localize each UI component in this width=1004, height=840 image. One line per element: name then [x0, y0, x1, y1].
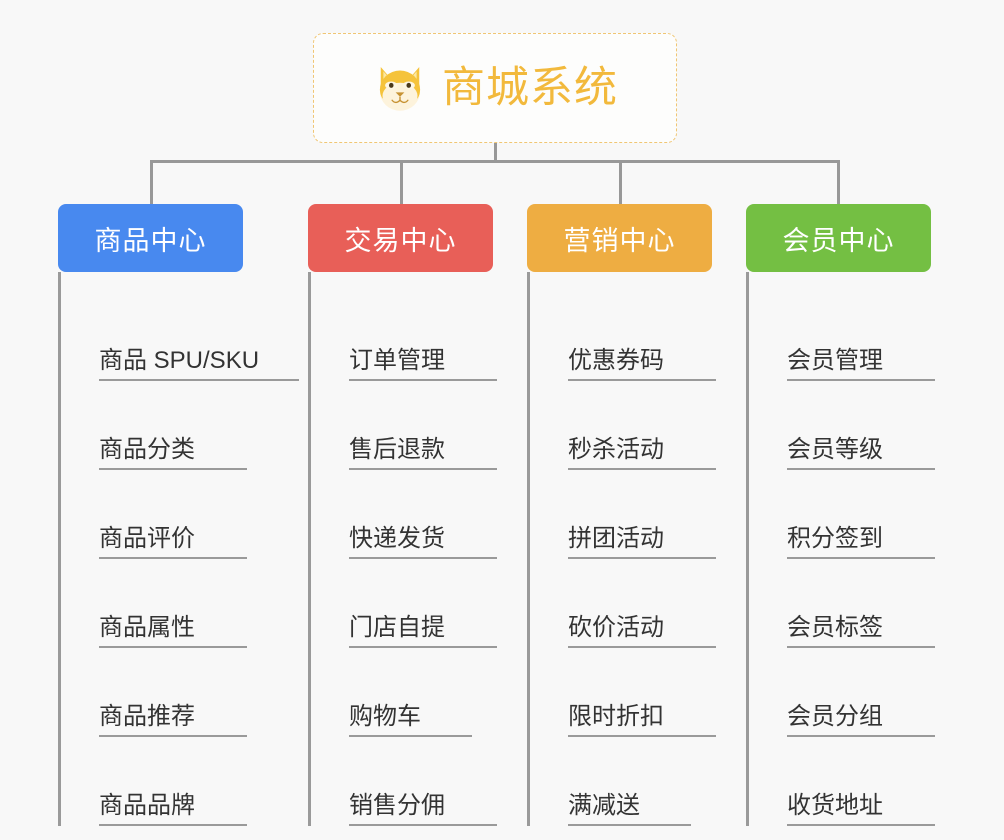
leaf-item-label: 会员等级 — [787, 436, 935, 470]
category-header-label: 交易中心 — [344, 225, 457, 256]
leaf-item-label: 商品评价 — [99, 525, 247, 559]
leaf-item[interactable]: 销售分佣 — [311, 737, 497, 826]
leaf-item[interactable]: 会员标签 — [749, 559, 935, 648]
leaf-list: 会员管理会员等级积分签到会员标签会员分组收货地址 — [746, 272, 935, 826]
leaf-item-label: 限时折扣 — [568, 703, 716, 737]
leaf-item-label: 售后退款 — [349, 436, 497, 470]
leaf-item[interactable]: 满减送 — [530, 737, 712, 826]
leaf-item[interactable]: 订单管理 — [311, 292, 497, 381]
shiba-dog-face-icon — [372, 60, 428, 116]
category-header[interactable]: 会员中心 — [746, 204, 931, 272]
category-header[interactable]: 商品中心 — [58, 204, 243, 272]
leaf-item-label: 销售分佣 — [349, 792, 497, 826]
leaf-item[interactable]: 会员等级 — [749, 381, 935, 470]
leaf-item-label: 秒杀活动 — [568, 436, 716, 470]
leaf-item-label: 会员分组 — [787, 703, 935, 737]
leaf-item-label: 满减送 — [568, 792, 691, 826]
leaf-item[interactable]: 商品属性 — [61, 559, 247, 648]
leaf-item[interactable]: 快递发货 — [311, 470, 497, 559]
category-header-label: 会员中心 — [782, 225, 895, 256]
leaf-item-label: 商品推荐 — [99, 703, 247, 737]
connector-horizontal-bus — [150, 160, 840, 163]
leaf-item[interactable]: 秒杀活动 — [530, 381, 716, 470]
category-header-label: 营销中心 — [563, 225, 676, 256]
leaf-item-label: 积分签到 — [787, 525, 935, 559]
leaf-item-label: 商品分类 — [99, 436, 247, 470]
connector-drop-3 — [619, 160, 622, 204]
leaf-item[interactable]: 门店自提 — [311, 559, 497, 648]
leaf-item[interactable]: 商品分类 — [61, 381, 247, 470]
leaf-item[interactable]: 购物车 — [311, 648, 493, 737]
category-header[interactable]: 交易中心 — [308, 204, 493, 272]
root-title: 商城系统 — [442, 63, 618, 112]
leaf-item[interactable]: 售后退款 — [311, 381, 497, 470]
leaf-item[interactable]: 商品推荐 — [61, 648, 247, 737]
category-column: 交易中心订单管理售后退款快递发货门店自提购物车销售分佣 — [308, 204, 497, 826]
leaf-item[interactable]: 商品 SPU/SKU — [61, 292, 299, 381]
leaf-item[interactable]: 砍价活动 — [530, 559, 716, 648]
category-column: 会员中心会员管理会员等级积分签到会员标签会员分组收货地址 — [746, 204, 935, 826]
leaf-item[interactable]: 优惠券码 — [530, 292, 716, 381]
leaf-item-label: 会员管理 — [787, 347, 935, 381]
leaf-item[interactable]: 限时折扣 — [530, 648, 716, 737]
leaf-list: 商品 SPU/SKU 商品分类商品评价商品属性商品推荐商品品牌 — [58, 272, 299, 826]
leaf-item[interactable]: 收货地址 — [749, 737, 935, 826]
connector-drop-2 — [400, 160, 403, 204]
leaf-item[interactable]: 会员分组 — [749, 648, 935, 737]
leaf-item-label: 订单管理 — [349, 347, 497, 381]
leaf-item-label: 商品 SPU/SKU — [99, 347, 299, 381]
leaf-item-label: 商品品牌 — [99, 792, 247, 826]
leaf-item-label: 快递发货 — [349, 525, 497, 559]
leaf-list: 订单管理售后退款快递发货门店自提购物车销售分佣 — [308, 272, 497, 826]
category-column: 营销中心优惠券码秒杀活动拼团活动砍价活动限时折扣满减送 — [527, 204, 716, 826]
category-column: 商品中心商品 SPU/SKU 商品分类商品评价商品属性商品推荐商品品牌 — [58, 204, 299, 826]
connector-drop-4 — [837, 160, 840, 204]
leaf-item-label: 收货地址 — [787, 792, 935, 826]
leaf-item[interactable]: 商品评价 — [61, 470, 247, 559]
category-header-label: 商品中心 — [94, 225, 207, 256]
leaf-item[interactable]: 会员管理 — [749, 292, 935, 381]
leaf-item[interactable]: 积分签到 — [749, 470, 935, 559]
leaf-item[interactable]: 商品品牌 — [61, 737, 247, 826]
leaf-item-label: 砍价活动 — [568, 614, 716, 648]
leaf-item-label: 优惠券码 — [568, 347, 716, 381]
category-header[interactable]: 营销中心 — [527, 204, 712, 272]
leaf-item[interactable]: 拼团活动 — [530, 470, 716, 559]
leaf-item-label: 会员标签 — [787, 614, 935, 648]
leaf-item-label: 门店自提 — [349, 614, 497, 648]
connector-drop-1 — [150, 160, 153, 204]
leaf-list: 优惠券码秒杀活动拼团活动砍价活动限时折扣满减送 — [527, 272, 716, 826]
root-node[interactable]: 商城系统 — [313, 33, 677, 143]
leaf-item-label: 商品属性 — [99, 614, 247, 648]
leaf-item-label: 购物车 — [349, 703, 472, 737]
leaf-item-label: 拼团活动 — [568, 525, 716, 559]
connector-root-stem — [494, 143, 497, 163]
